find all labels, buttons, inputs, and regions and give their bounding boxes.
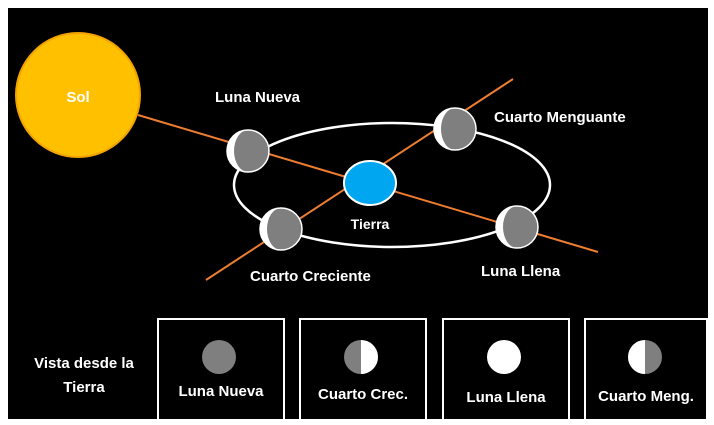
earth-label: Tierra xyxy=(351,216,390,232)
legend-box-new-moon: Luna Nueva xyxy=(157,318,285,419)
legend-label-first-quarter: Cuarto Crec. xyxy=(318,386,408,403)
legend-box-last-quarter: Cuarto Meng. xyxy=(584,318,708,419)
last-quarter-label: Cuarto Menguante xyxy=(494,109,626,126)
moon-orbit xyxy=(232,121,552,249)
sun-label: Sol xyxy=(66,89,89,106)
new-moon-phase-icon xyxy=(202,340,236,374)
sun xyxy=(15,32,141,158)
full-moon-label: Luna Llena xyxy=(481,263,561,280)
legend-box-full-moon: Luna Llena xyxy=(442,318,570,419)
moon-first-quarter-position xyxy=(259,207,303,251)
legend-label-last-quarter: Cuarto Meng. xyxy=(598,388,694,405)
legend-box-first-quarter: Cuarto Crec. xyxy=(299,318,427,419)
legend-title-line2: Tierra xyxy=(63,379,105,396)
diagram-canvas: Sol Tierra Luna Nueva Cuarto Menguante C… xyxy=(8,8,708,419)
full-moon-phase-icon xyxy=(487,340,521,374)
first-quarter-label: Cuarto Creciente xyxy=(250,268,371,285)
legend-label-full-moon: Luna Llena xyxy=(466,389,546,406)
new-moon-label: Luna Nueva xyxy=(215,89,301,106)
legend-label-new-moon: Luna Nueva xyxy=(178,383,264,400)
moon-full-position xyxy=(495,205,539,249)
moon-last-quarter-position xyxy=(433,107,477,151)
moon-phases-diagram: Sol Tierra Luna Nueva Cuarto Menguante C… xyxy=(15,32,708,419)
legend-title-line1: Vista desde la xyxy=(34,355,134,372)
earth xyxy=(343,160,397,206)
moon-new-position xyxy=(226,129,270,173)
